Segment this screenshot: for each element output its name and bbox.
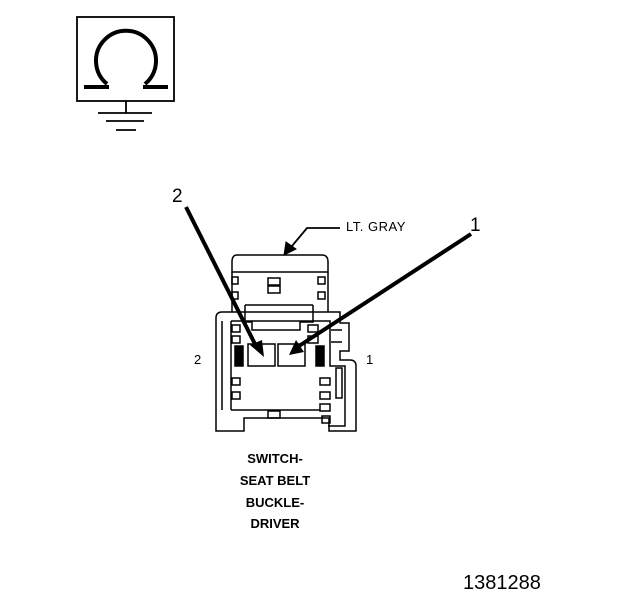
callout-2-line [184, 206, 264, 357]
caption-line-1: SWITCH- [247, 451, 303, 466]
caption-line-2: SEAT BELT [239, 473, 311, 488]
connector-color-label: LT. GRAY [346, 219, 406, 234]
callout-1-label: 1 [470, 215, 481, 236]
callout-1-line [289, 232, 473, 355]
connector-body [215, 254, 357, 432]
caption-line-4: DRIVER [250, 516, 300, 531]
callout-2-label: 2 [172, 186, 183, 207]
pin-2-label: 2 [194, 352, 202, 367]
pin-1-label: 1 [366, 352, 374, 367]
figure-number: 1381288 [463, 572, 541, 594]
color-label-leader [283, 227, 340, 256]
caption-line-3: BUCKLE- [245, 495, 305, 510]
ohmmeter-ground-icon [76, 16, 175, 131]
